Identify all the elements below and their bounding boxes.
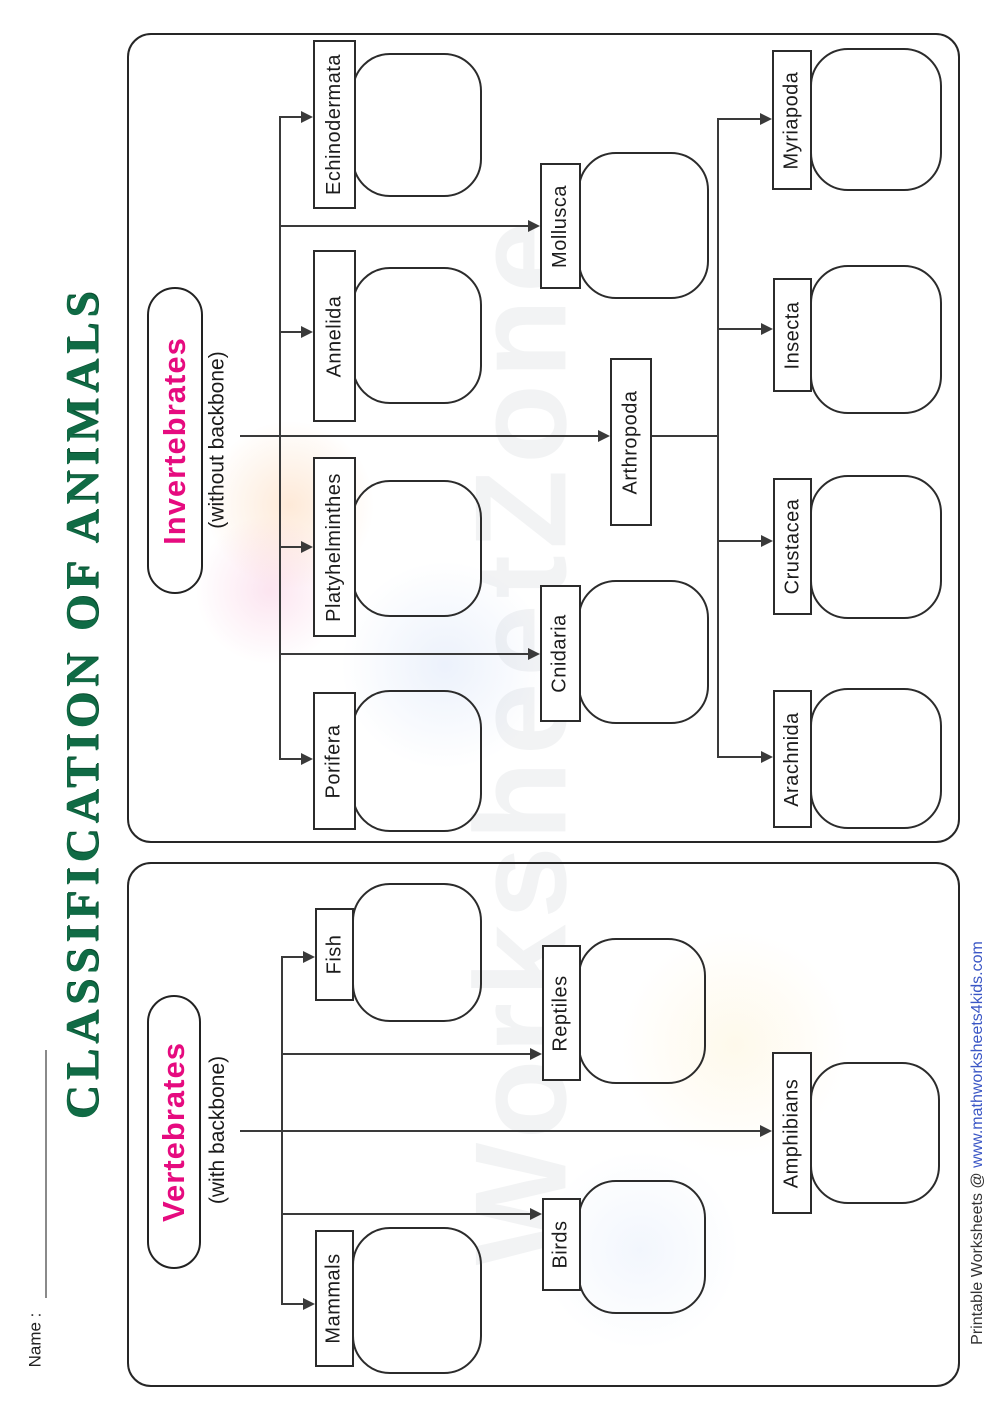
connector-arachnida [717,756,761,758]
connector-echinodermata [279,116,301,118]
label-annelida: Annelida [313,250,356,422]
connector-porifera [279,758,301,760]
arrowhead-crustacea [761,535,773,547]
inv-right-trunk [717,118,719,758]
inv-main-arrowhead [598,430,610,442]
arrowhead-reptiles [530,1048,542,1060]
connector-cnidaria [279,653,528,655]
arrowhead-arachnida [761,751,773,763]
answer-box-porifera[interactable] [352,690,482,832]
label-platyhelminthes: Platyhelminthes [313,457,356,637]
answer-box-myriapoda[interactable] [810,48,942,191]
label-cnidaria: Cnidaria [540,585,581,722]
inv-main-line [240,435,598,437]
arrowhead-birds [530,1208,542,1220]
label-reptiles: Reptiles [542,945,581,1081]
connector-annelida [279,331,301,333]
answer-box-mollusca[interactable] [578,152,709,299]
label-myriapoda: Myriapoda [772,50,812,190]
answer-box-mammals[interactable] [352,1227,482,1374]
connector-reptiles [281,1053,530,1055]
page-title: CLASSIFICATION OF ANIMALS [56,286,109,1120]
arrowhead-cnidaria [528,648,540,660]
arrowhead-myriapoda [760,113,772,125]
connector-platyhelminthes [279,546,301,548]
label-crustacea: Crustacea [773,478,812,615]
connector-fish [281,956,303,958]
answer-box-crustacea[interactable] [810,475,942,619]
answer-box-arachnida[interactable] [810,688,942,829]
label-arachnida: Arachnida [773,690,812,828]
name-fill-line[interactable] [45,1050,47,1298]
vert-main-line [240,1130,760,1132]
label-arthropoda: Arthropoda [610,358,652,526]
vertebrates-heading: Vertebrates [156,1042,192,1222]
label-fish: Fish [315,908,354,1001]
invertebrates-heading: Invertebrates [157,336,192,545]
label-insecta: Insecta [773,278,812,392]
arrowhead-fish [303,951,315,963]
answer-box-insecta[interactable] [810,265,942,414]
invertebrates-panel [127,33,960,843]
connector-insecta [717,328,761,330]
answer-box-platyhelminthes[interactable] [352,480,482,617]
vertebrates-subtitle: (with backbone) [206,1055,229,1205]
vert-trunk [281,956,283,1305]
connector-myriapoda [717,118,760,120]
arrowhead-annelida [301,326,313,338]
label-amphibians: Amphibians [772,1052,812,1214]
attribution: Printable Worksheets @ www.mathworksheet… [960,893,996,1393]
answer-box-birds[interactable] [578,1180,706,1314]
label-mollusca: Mollusca [540,163,581,289]
answer-box-fish[interactable] [352,883,482,1022]
vertebrates-panel [127,862,960,1387]
arrowhead-platyhelminthes [301,541,313,553]
connector-crustacea [717,540,761,542]
name-label: Name : [25,1312,45,1368]
arrowhead-amphibians [760,1125,772,1137]
vertebrates-heading-oval: Vertebrates [147,995,201,1269]
inv-left-trunk [279,116,281,760]
answer-box-cnidaria[interactable] [578,580,709,724]
answer-box-annelida[interactable] [352,267,482,404]
connector-mammals [281,1303,303,1305]
label-mammals: Mammals [315,1230,354,1367]
invertebrates-subtitle: (without backbone) [206,351,229,529]
answer-box-amphibians[interactable] [810,1062,940,1204]
attribution-text: Printable Worksheets @ [969,1167,986,1345]
arrowhead-echinodermata [301,111,313,123]
arrowhead-mammals [303,1298,315,1310]
inv-arthropoda-right-link [648,435,718,437]
label-echinodermata: Echinodermata [313,40,356,209]
arrowhead-mollusca [528,220,540,232]
connector-birds [281,1213,530,1215]
answer-box-reptiles[interactable] [578,938,706,1084]
arrowhead-porifera [301,753,313,765]
attribution-link[interactable]: www.mathworksheets4kids.com [969,941,986,1168]
label-birds: Birds [542,1198,581,1291]
label-porifera: Porifera [313,692,356,830]
invertebrates-heading-oval: Invertebrates [147,287,203,594]
arrowhead-insecta [761,323,773,335]
answer-box-echinodermata[interactable] [352,53,482,197]
connector-mollusca [279,225,528,227]
